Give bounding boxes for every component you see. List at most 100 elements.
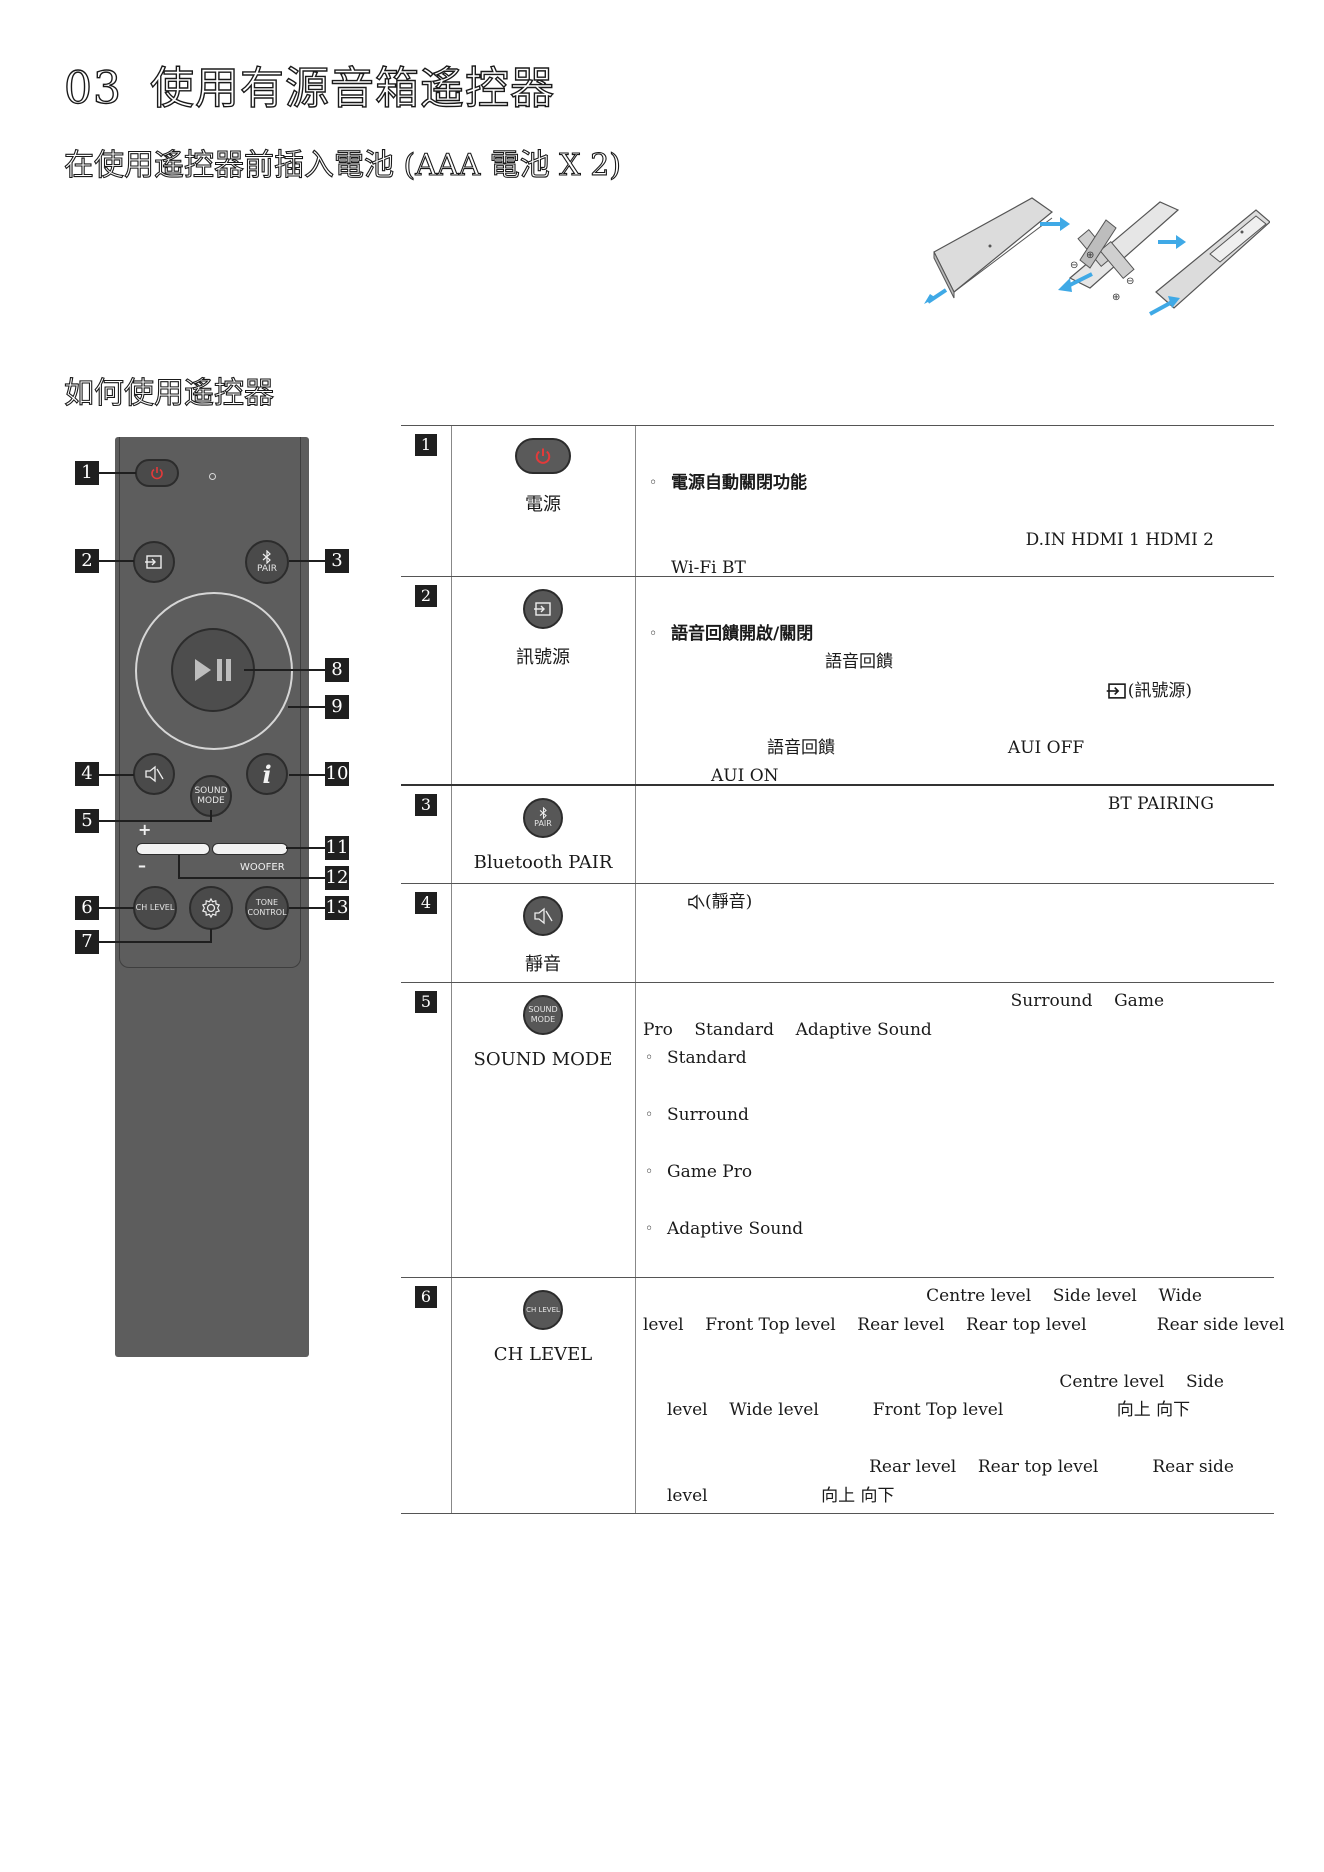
callout-line-1 — [98, 472, 136, 474]
remote-sound-mode-button[interactable]: SOUND MODE — [190, 775, 232, 817]
ch-level-label: CH LEVEL — [135, 903, 175, 912]
remote-volume-bar[interactable] — [136, 843, 210, 855]
description-line: Surround Game — [1010, 991, 1164, 1011]
polarity-minus-1: ⊖ — [1070, 260, 1078, 271]
callout-8: 8 — [325, 658, 349, 682]
callout-line-4 — [98, 774, 134, 776]
volume-plus-label: + — [138, 820, 152, 839]
callout-3: 3 — [325, 549, 349, 573]
gear-icon — [201, 897, 221, 919]
description-line: Rear level Rear top level Rear side — [869, 1457, 1234, 1477]
remote-settings-button[interactable] — [189, 886, 233, 930]
arrow-left-down-icon — [924, 288, 948, 304]
ch-level-label: CH LEVEL — [526, 1306, 560, 1314]
description-line: level Front Top level Rear level Rear to… — [643, 1314, 1285, 1335]
table-row-sound-mode: 5 SOUND MODE SOUND MODE Surround Game Pr… — [401, 982, 1274, 1277]
description-line: D.IN HDMI 1 HDMI 2 — [1025, 529, 1214, 550]
table-row-ch-level: 6 CH LEVEL CH LEVEL Centre level Side le… — [401, 1277, 1285, 1514]
button-description-table: 1 電源 電源自動關閉功能 D.IN HDMI 1 HDMI 2 Wi-Fi B… — [401, 425, 1285, 1514]
remote-tone-control-button[interactable]: TONE CONTROL — [245, 886, 289, 930]
row-number: 6 — [415, 1286, 437, 1308]
source-icon — [534, 602, 551, 616]
callout-line-9 — [288, 706, 326, 708]
info-icon: i — [262, 759, 272, 789]
polarity-plus-2: ⊕ — [1112, 292, 1120, 303]
callout-12: 12 — [325, 866, 349, 890]
remote-button-panel — [119, 437, 301, 968]
remote-back-cover-illustration — [933, 197, 1053, 299]
button-name: CH LEVEL — [493, 1344, 593, 1365]
callout-line-8 — [244, 669, 326, 671]
row-description: BT PAIRING — [647, 790, 1264, 819]
callout-1: 1 — [75, 461, 99, 485]
section-number: 03 — [63, 62, 122, 114]
remote-pair-button[interactable]: PAIR — [245, 540, 289, 584]
row-number: 4 — [415, 892, 437, 914]
bluetooth-icon — [262, 550, 271, 564]
callout-line-12h — [178, 877, 326, 879]
source-button-image — [523, 589, 563, 629]
page-title: 03 使用有源音箱遙控器 — [63, 52, 555, 116]
row-number: 2 — [415, 585, 437, 607]
description-line: level 向上 向下 — [667, 1485, 895, 1506]
source-icon — [145, 555, 162, 569]
button-name: SOUND MODE — [473, 1049, 613, 1070]
remote-outer-ring[interactable] — [135, 592, 293, 750]
section-title: 使用有源音箱遙控器 — [149, 62, 555, 114]
volume-minus-label: – — [138, 856, 146, 875]
description-line: (靜音) — [705, 892, 753, 912]
callout-4: 4 — [75, 762, 99, 786]
row-description: 電源自動關閉功能 D.IN HDMI 1 HDMI 2 Wi-Fi BT — [647, 440, 1264, 583]
row-number: 1 — [415, 434, 437, 456]
callout-9: 9 — [325, 695, 349, 719]
remote-source-button[interactable] — [133, 541, 175, 583]
description-line: 電源自動關閉功能 — [647, 469, 1264, 498]
battery-insertion-illustration: ⊕ ⊖ ⊖ ⊕ — [924, 197, 1270, 316]
remote-mute-button[interactable] — [133, 753, 175, 795]
callout-line-11 — [286, 847, 326, 849]
remote-info-button[interactable]: i — [246, 753, 288, 795]
description-line: (訊號源) — [1127, 680, 1192, 701]
remote-woofer-bar[interactable] — [212, 843, 288, 855]
sound-mode-label-1: SOUND — [528, 1005, 558, 1014]
description-line: 語音回饋 AUI OFF — [767, 737, 1085, 758]
button-name: 電源 — [525, 494, 561, 515]
description-line: Standard — [643, 1044, 1264, 1073]
description-line: Surround — [643, 1101, 1264, 1130]
sound-mode-button-image: SOUND MODE — [523, 995, 563, 1035]
source-icon-inline — [1106, 682, 1126, 699]
pair-button-image: PAIR — [523, 798, 563, 838]
callout-line-10 — [289, 774, 325, 776]
usage-heading: 如何使用遙控器 — [63, 375, 274, 411]
button-name: 訊號源 — [516, 647, 570, 668]
description-line: Pro Standard Adaptive Sound — [643, 1019, 932, 1040]
tone-label-1: TONE — [255, 898, 279, 907]
polarity-plus-1: ⊕ — [1086, 250, 1094, 261]
pair-label: PAIR — [257, 564, 277, 574]
mute-button-image — [523, 896, 563, 936]
remote-ch-level-button[interactable]: CH LEVEL — [133, 886, 177, 930]
arrow-down-left-icon — [1058, 272, 1093, 292]
callout-line-7v — [210, 929, 212, 943]
callout-11: 11 — [325, 836, 349, 860]
remote-power-button[interactable] — [135, 459, 179, 487]
power-button-image — [515, 438, 571, 474]
callout-line-12v — [178, 855, 180, 879]
callout-6: 6 — [75, 896, 99, 920]
description-line: Centre level Side — [1059, 1371, 1224, 1392]
battery-heading: 在使用遙控器前插入電池 (AAA 電池 X 2) — [63, 147, 621, 183]
callout-line-7h — [98, 941, 211, 943]
callout-10: 10 — [325, 762, 349, 786]
description-line: level Wide level Front Top level 向上 向下 — [667, 1400, 1191, 1420]
play-pause-icon — [195, 659, 231, 681]
tone-label-2: CONTROL — [247, 908, 287, 917]
power-icon — [151, 467, 163, 480]
description-line: Centre level Side level Wide — [926, 1286, 1202, 1306]
sound-mode-label-2: MODE — [197, 796, 225, 806]
callout-line-5h — [98, 820, 211, 822]
callout-7: 7 — [75, 930, 99, 954]
description-line: Wi-Fi BT — [671, 558, 746, 578]
remote-play-pause-button[interactable] — [171, 628, 255, 712]
callout-line-13 — [289, 907, 325, 909]
sound-mode-label-2: MODE — [530, 1015, 556, 1024]
